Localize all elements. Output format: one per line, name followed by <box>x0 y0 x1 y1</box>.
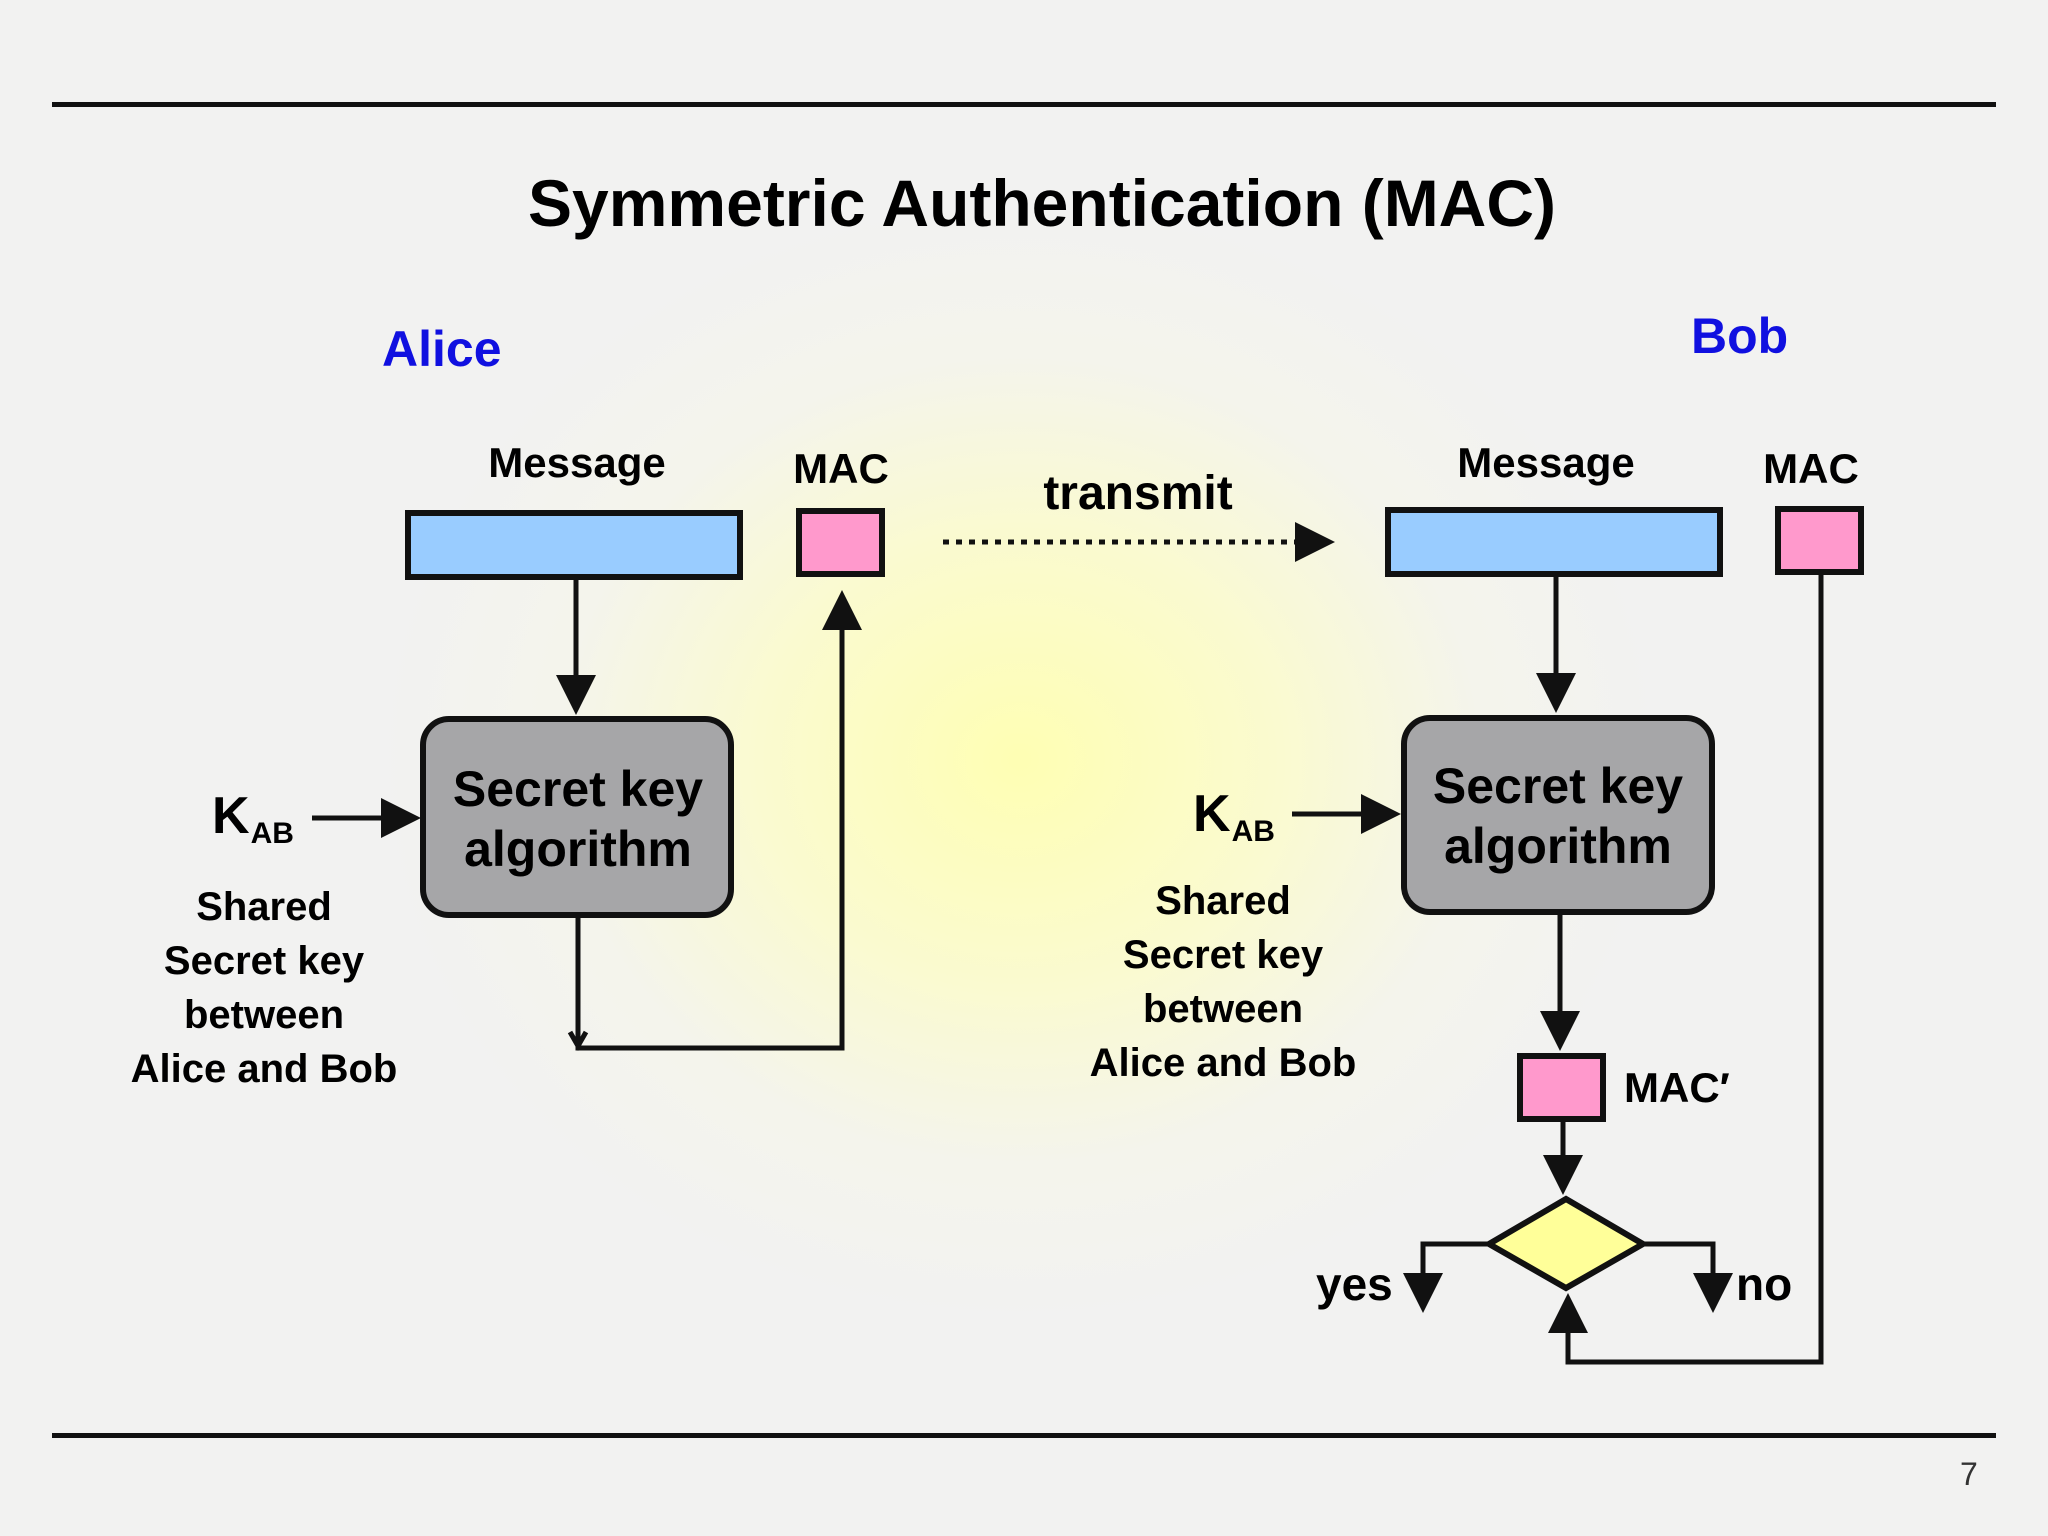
bob-yes-label: yes <box>1316 1258 1393 1310</box>
bob-mac-label: MAC <box>1763 445 1859 492</box>
alice-key-subscript: AB <box>250 817 294 850</box>
bob-received-mac-line <box>1548 575 1824 1365</box>
alice-key-note: Shared Secret key between Alice and Bob <box>130 885 398 1091</box>
bob-mac-block <box>1775 506 1864 575</box>
bob-key-note: Shared Secret key between Alice and Bob <box>1089 879 1357 1085</box>
top-rule <box>52 102 1996 107</box>
alice-algorithm-output-line <box>575 590 862 1051</box>
bob-algorithm-box <box>1401 715 1715 915</box>
page-number: 7 <box>1960 1456 1978 1492</box>
bob-message-label: Message <box>1457 439 1635 486</box>
bottom-rule <box>52 1433 1996 1438</box>
bob-key-label: KAB <box>1193 785 1275 847</box>
bob-mac-prime-label: MAC′ <box>1624 1064 1730 1111</box>
alice-algorithm-label: Secret key algorithm <box>452 761 704 877</box>
bob-no-branch-arrow <box>1643 1241 1733 1313</box>
alice-key-label: KAB <box>212 787 294 849</box>
bob-label: Bob <box>1691 308 1789 364</box>
bob-yes-branch-arrow <box>1403 1241 1489 1313</box>
alice-algorithm-box <box>420 716 734 918</box>
bob-mac-prime-block <box>1517 1053 1606 1122</box>
alice-message-block <box>405 510 743 580</box>
alice-mac-block <box>796 508 885 577</box>
bob-message-block <box>1385 507 1723 577</box>
bob-no-label: no <box>1736 1258 1793 1310</box>
alice-message-label: Message <box>488 439 666 486</box>
transmit-label: transmit <box>1043 467 1233 520</box>
bob-algorithm-label: Secret key algorithm <box>1432 758 1684 874</box>
alice-label: Alice <box>382 321 502 377</box>
bob-compare-decision <box>1483 1195 1649 1292</box>
alice-mac-label: MAC <box>793 445 889 492</box>
page-title: Symmetric Authentication (MAC) <box>528 166 1556 240</box>
bob-key-subscript: AB <box>1231 815 1275 848</box>
alice-key-symbol: K <box>212 787 250 845</box>
bob-key-symbol: K <box>1193 785 1231 843</box>
